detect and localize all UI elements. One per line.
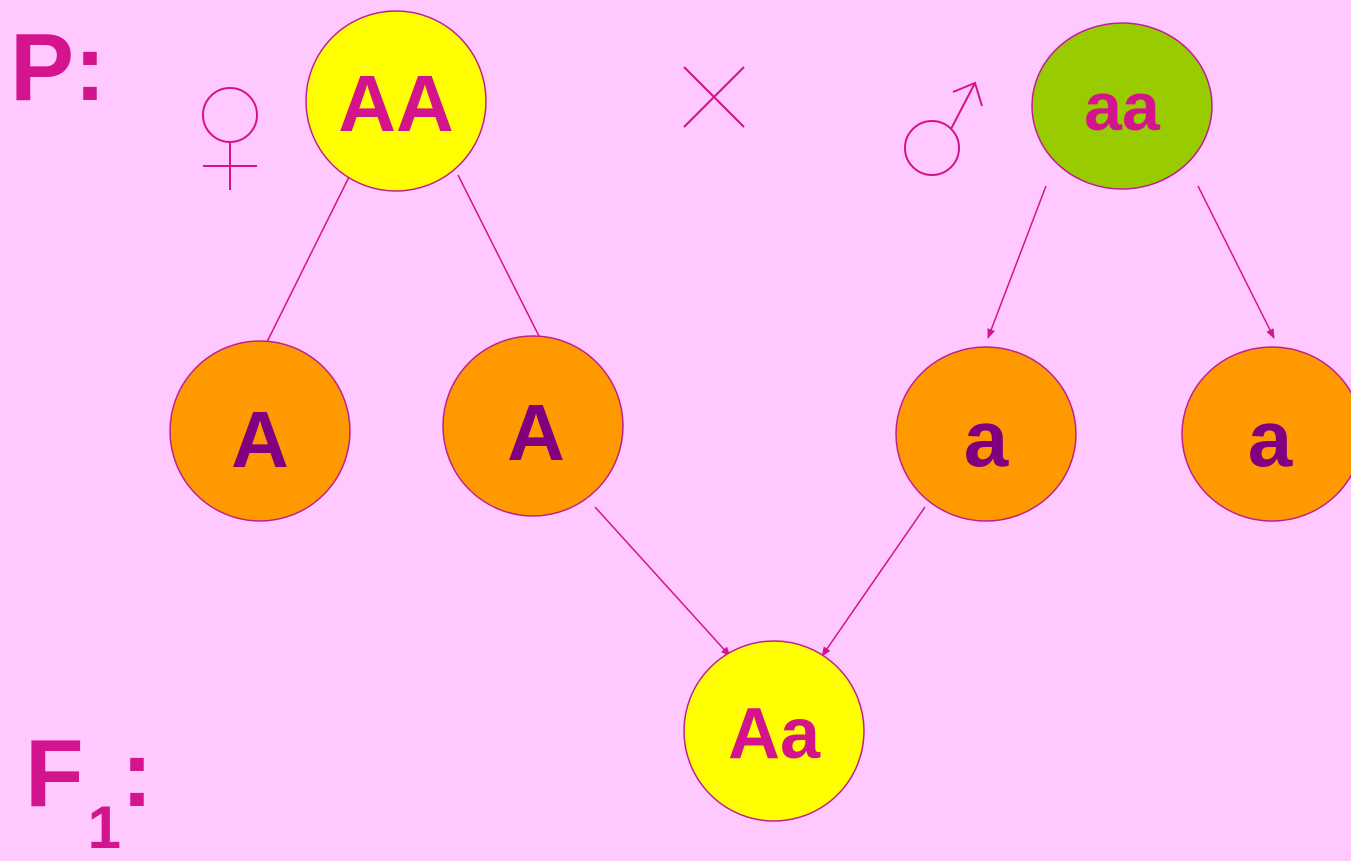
arrow-aa-male-to-gamete-4 bbox=[1197, 185, 1275, 339]
arrow-aa-male-to-gamete-3 bbox=[987, 185, 1047, 339]
f1-colon: : bbox=[121, 720, 153, 827]
gamete-allele: a bbox=[1248, 394, 1293, 483]
gamete-node: a bbox=[895, 346, 1077, 522]
offspring-genotype: Aa bbox=[728, 694, 821, 774]
female-symbol-icon bbox=[202, 87, 258, 190]
parental-generation-label: P: bbox=[10, 14, 106, 121]
cross-symbol-icon bbox=[683, 66, 745, 128]
gamete-node: a bbox=[1181, 346, 1351, 522]
female-genotype: AA bbox=[338, 59, 454, 148]
male-symbol-icon bbox=[904, 81, 983, 176]
offspring-node: Aa bbox=[683, 640, 865, 822]
f1-letter: F bbox=[25, 720, 84, 827]
f1-generation-label: F1: bbox=[25, 726, 153, 858]
genetic-cross-diagram: AA aa A A a a Aa bbox=[169, 10, 1351, 822]
arrows bbox=[261, 174, 1275, 657]
arrow-gamete-2-to-offspring bbox=[594, 506, 731, 657]
male-parent-node: aa bbox=[1031, 22, 1213, 190]
gamete-allele: a bbox=[964, 394, 1009, 483]
female-parent-node: AA bbox=[305, 10, 487, 192]
gamete-node: A bbox=[169, 340, 351, 522]
gamete-node: A bbox=[442, 335, 624, 517]
arrow-aa-to-gamete-2 bbox=[457, 174, 548, 353]
gamete-allele: A bbox=[231, 395, 289, 484]
gamete-allele: A bbox=[507, 388, 565, 477]
male-genotype: aa bbox=[1084, 69, 1161, 145]
arrow-gamete-3-to-offspring bbox=[821, 506, 926, 657]
arrow-aa-to-gamete-1 bbox=[261, 174, 351, 353]
